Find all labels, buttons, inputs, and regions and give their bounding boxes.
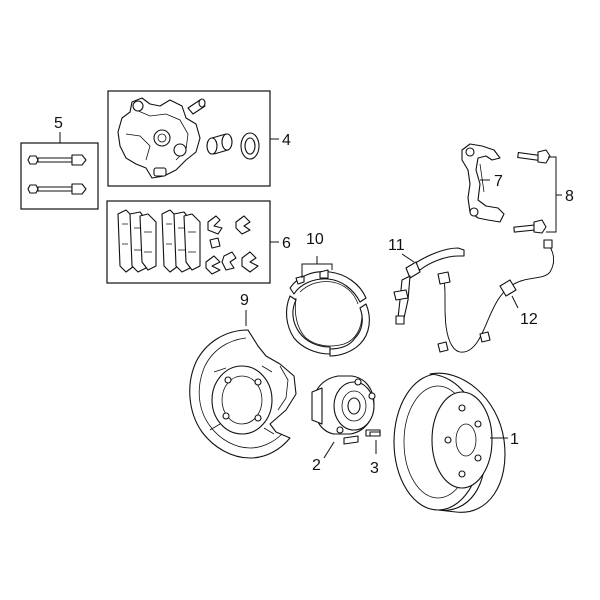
parking-brake-shoes <box>285 256 370 357</box>
brake-hose <box>393 247 465 325</box>
leader-11 <box>401 253 415 263</box>
leader-2 <box>323 441 335 459</box>
dust-shield <box>189 310 297 459</box>
abs-sensor-wire <box>437 239 554 353</box>
callout-1: 1 <box>510 431 519 448</box>
callout-2: 2 <box>312 457 321 474</box>
callout-5: 5 <box>54 115 63 132</box>
leader-8 <box>546 156 562 233</box>
bracket-bolt-top <box>517 149 551 164</box>
callout-12: 12 <box>520 311 538 328</box>
bracket-bolts <box>513 149 562 234</box>
pad-hardware-clips <box>205 215 259 275</box>
wheel-studs <box>343 429 381 445</box>
callout-11: 11 <box>388 237 405 254</box>
callout-8: 8 <box>565 188 574 205</box>
sensor-connector <box>543 239 553 249</box>
brake-pads-group <box>106 200 279 284</box>
callout-10: 10 <box>306 231 324 248</box>
piston-seal <box>240 132 260 160</box>
caliper-piston <box>206 133 233 155</box>
brake-rotor <box>393 372 508 513</box>
bleeder-screw <box>187 98 206 115</box>
leader-10 <box>301 256 333 278</box>
pad-set-left <box>117 209 157 273</box>
callout-3: 3 <box>370 460 379 477</box>
hub-bearing <box>311 375 381 459</box>
caliper-bolts-group <box>20 132 99 210</box>
bolt-bottom <box>27 183 87 195</box>
caliper-bracket <box>461 143 505 223</box>
leader-12 <box>511 295 519 309</box>
sensor-head <box>499 279 517 297</box>
pad-set-right <box>161 209 201 273</box>
callout-4: 4 <box>282 132 291 149</box>
callout-9: 9 <box>240 292 249 309</box>
caliper-group <box>107 90 279 187</box>
callout-6: 6 <box>282 235 291 252</box>
bolts-box <box>20 142 99 210</box>
bolt-top <box>27 154 87 166</box>
callout-7: 7 <box>494 173 503 190</box>
bracket-bolt-bottom <box>513 219 547 234</box>
